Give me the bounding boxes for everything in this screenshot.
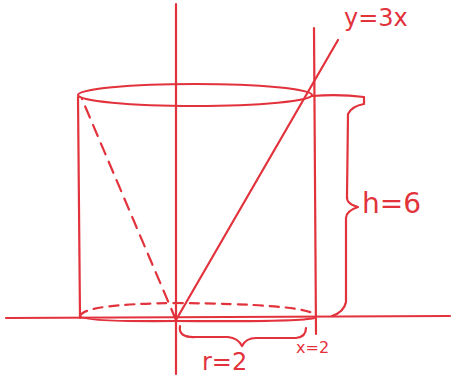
equation-label: y=3x — [344, 6, 408, 30]
height-brace — [312, 95, 364, 316]
cylinder-side — [78, 97, 80, 318]
x-value-label: x=2 — [296, 340, 329, 356]
radius-label: r=2 — [202, 350, 247, 374]
bottom-ellipse-back — [80, 303, 314, 316]
x-equals-2-line — [314, 28, 316, 334]
radius-brace — [180, 326, 306, 346]
dashed-diagonal — [82, 99, 176, 320]
top-ellipse — [78, 84, 312, 106]
x-axis — [6, 316, 450, 318]
line-y-3x — [176, 40, 338, 320]
height-label: h=6 — [362, 190, 421, 218]
bottom-ellipse-front — [80, 316, 314, 321]
